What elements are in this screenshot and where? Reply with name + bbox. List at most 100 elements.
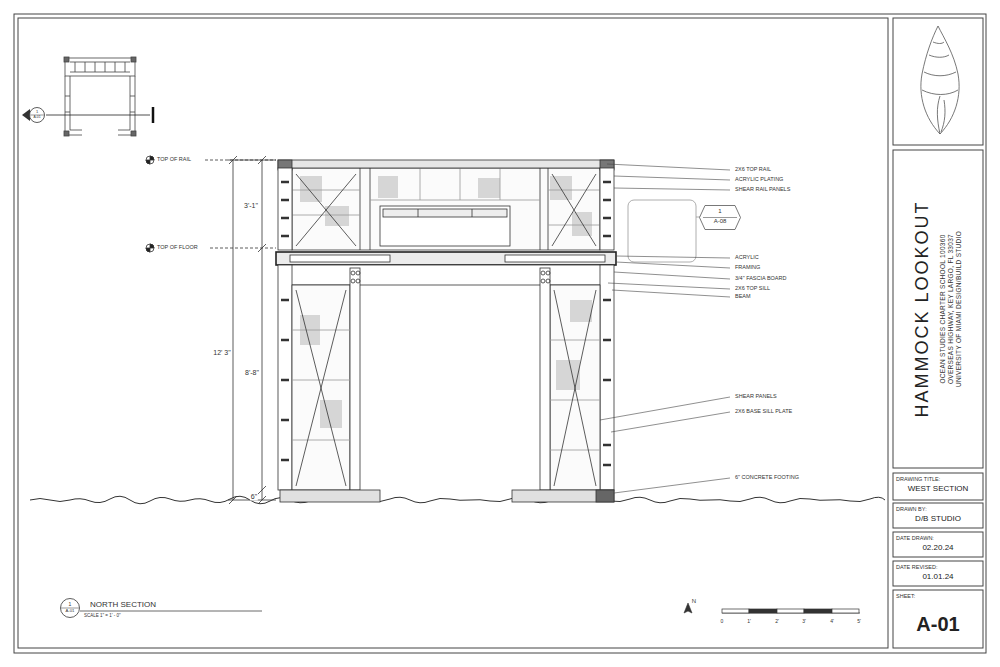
structure-section-part (350, 268, 360, 490)
cell-heading: DRAWN BY: (893, 503, 927, 512)
structure-section-part (546, 271, 550, 275)
scale-number: 5' (857, 619, 861, 624)
structure-section-part (600, 168, 614, 250)
scale-bar-part (832, 609, 859, 613)
cell-value: 02.20.24 (922, 544, 953, 553)
callout-text: SHEAR RAIL PANELS (735, 187, 790, 193)
leader-lines-part (611, 412, 730, 432)
structure-section-part (292, 330, 600, 450)
section-cut-marker: 1A-01 (29, 107, 45, 123)
dimension-lines-part (233, 160, 234, 500)
scale-bar-part (777, 609, 804, 613)
sheet-number-cell: SHEET:A-01 (893, 590, 983, 648)
north-label: N (692, 598, 696, 604)
structure-section-part (418, 209, 472, 217)
shell-logo-part (921, 26, 959, 134)
outline-part (700, 206, 741, 230)
leader-lines-part (607, 164, 730, 170)
structure-section-part (380, 206, 510, 246)
scale-bar-part (804, 609, 832, 613)
structure-section-part (556, 360, 580, 390)
sheet-frame-part (18, 18, 888, 648)
elevation-label: TOP OF RAIL (157, 157, 191, 163)
key-plan-part (65, 76, 82, 135)
dimension-lines (228, 156, 276, 504)
north-arrow (684, 603, 692, 613)
structure-section-part (281, 182, 611, 236)
leader-lines-part (612, 290, 730, 297)
dimension: 3'-1" (243, 201, 259, 210)
key-plan-part (46, 115, 150, 116)
dimension-lines-part (258, 486, 266, 494)
leader-lines-part (608, 283, 730, 289)
callout-text: FRAMING (735, 265, 760, 271)
cell-heading: DATE DRAWN: (893, 532, 934, 541)
leader-lines-part (614, 478, 730, 493)
structure-section-part (356, 271, 360, 275)
structure-section (276, 160, 616, 502)
structure-section-part (351, 279, 355, 283)
north-arrow-part (684, 603, 692, 613)
sheet-frame-part (893, 532, 983, 557)
structure-section-part (296, 174, 596, 246)
structure-section-part (570, 300, 592, 322)
elevation-markers-part (146, 156, 154, 164)
leader-lines-part (614, 188, 730, 190)
title-block-cell: DRAWING TITLE:WEST SECTION (893, 473, 983, 500)
section-title: NORTH SECTION (90, 601, 156, 609)
structure-section-part (541, 271, 545, 275)
structure-section-part (296, 290, 596, 486)
elevation-markers (146, 156, 276, 252)
shell-logo-part (929, 55, 949, 57)
leader-lines-part (614, 176, 730, 180)
structure-section-part (383, 209, 507, 217)
project-address: OCEAN STUDIES CHARTER SCHOOL 100360 OVER… (939, 222, 963, 397)
shell-logo-part (922, 90, 958, 95)
structure-section-part (546, 279, 550, 283)
section-title-line (80, 611, 262, 612)
key-plan-part (64, 57, 69, 62)
ground-line (30, 496, 885, 504)
node-outline (60, 598, 80, 618)
detail-callout-hexagon: 1A-08 (699, 205, 741, 230)
elevation-markers-part (205, 160, 276, 161)
marker-number: 1 (69, 602, 72, 608)
marker-number: 1 (36, 110, 38, 114)
structure-section-part (281, 300, 611, 465)
scale-number: 2' (775, 619, 779, 624)
marker-sheet: A-01 (33, 116, 40, 120)
leader-lines-part (600, 397, 730, 420)
leader-lines-part (616, 256, 730, 258)
rotated-title: HAMMOCK LOOKOUTOCEAN STUDIES CHARTER SCH… (893, 150, 983, 468)
scale-note: SCALE 1" = 1' - 0" (84, 614, 121, 619)
shell-logo-part (933, 42, 944, 44)
section-title-line-part (80, 611, 262, 612)
key-plan-part (118, 76, 135, 135)
outline-part (30, 108, 45, 123)
key-plan-part (22, 109, 30, 121)
section-marker: 1A-01 (60, 598, 80, 618)
ground-line-part (30, 496, 885, 504)
sheet-frame-part (14, 14, 986, 653)
dimension-lines-part (262, 160, 263, 500)
shell-logo-part (941, 100, 945, 132)
callout-text: SHEAR PANELS (735, 394, 777, 400)
structure-section-part (356, 279, 360, 283)
elevation-markers-part (146, 156, 154, 164)
shell-logo-part (924, 72, 956, 76)
cell-heading: DATE REVISED: (893, 561, 937, 570)
key-plan-part (152, 107, 155, 123)
cell-heading: SHEET: (893, 590, 915, 599)
structure-section-part (300, 176, 322, 202)
callout-sheet: A-08 (714, 218, 727, 225)
title-block-cell: DRAWN BY:D/B STUDIO (893, 503, 983, 528)
detail-callout-part (628, 200, 696, 262)
cell-heading: DRAWING TITLE: (893, 473, 940, 482)
key-plan-part (64, 131, 69, 136)
callout-text: BEAM (735, 294, 751, 300)
shell-logo-part (937, 96, 940, 134)
scale-bar (722, 609, 860, 613)
callout-text: 2X6 TOP RAIL (735, 167, 771, 173)
marker-sheet: A-01 (66, 609, 75, 614)
